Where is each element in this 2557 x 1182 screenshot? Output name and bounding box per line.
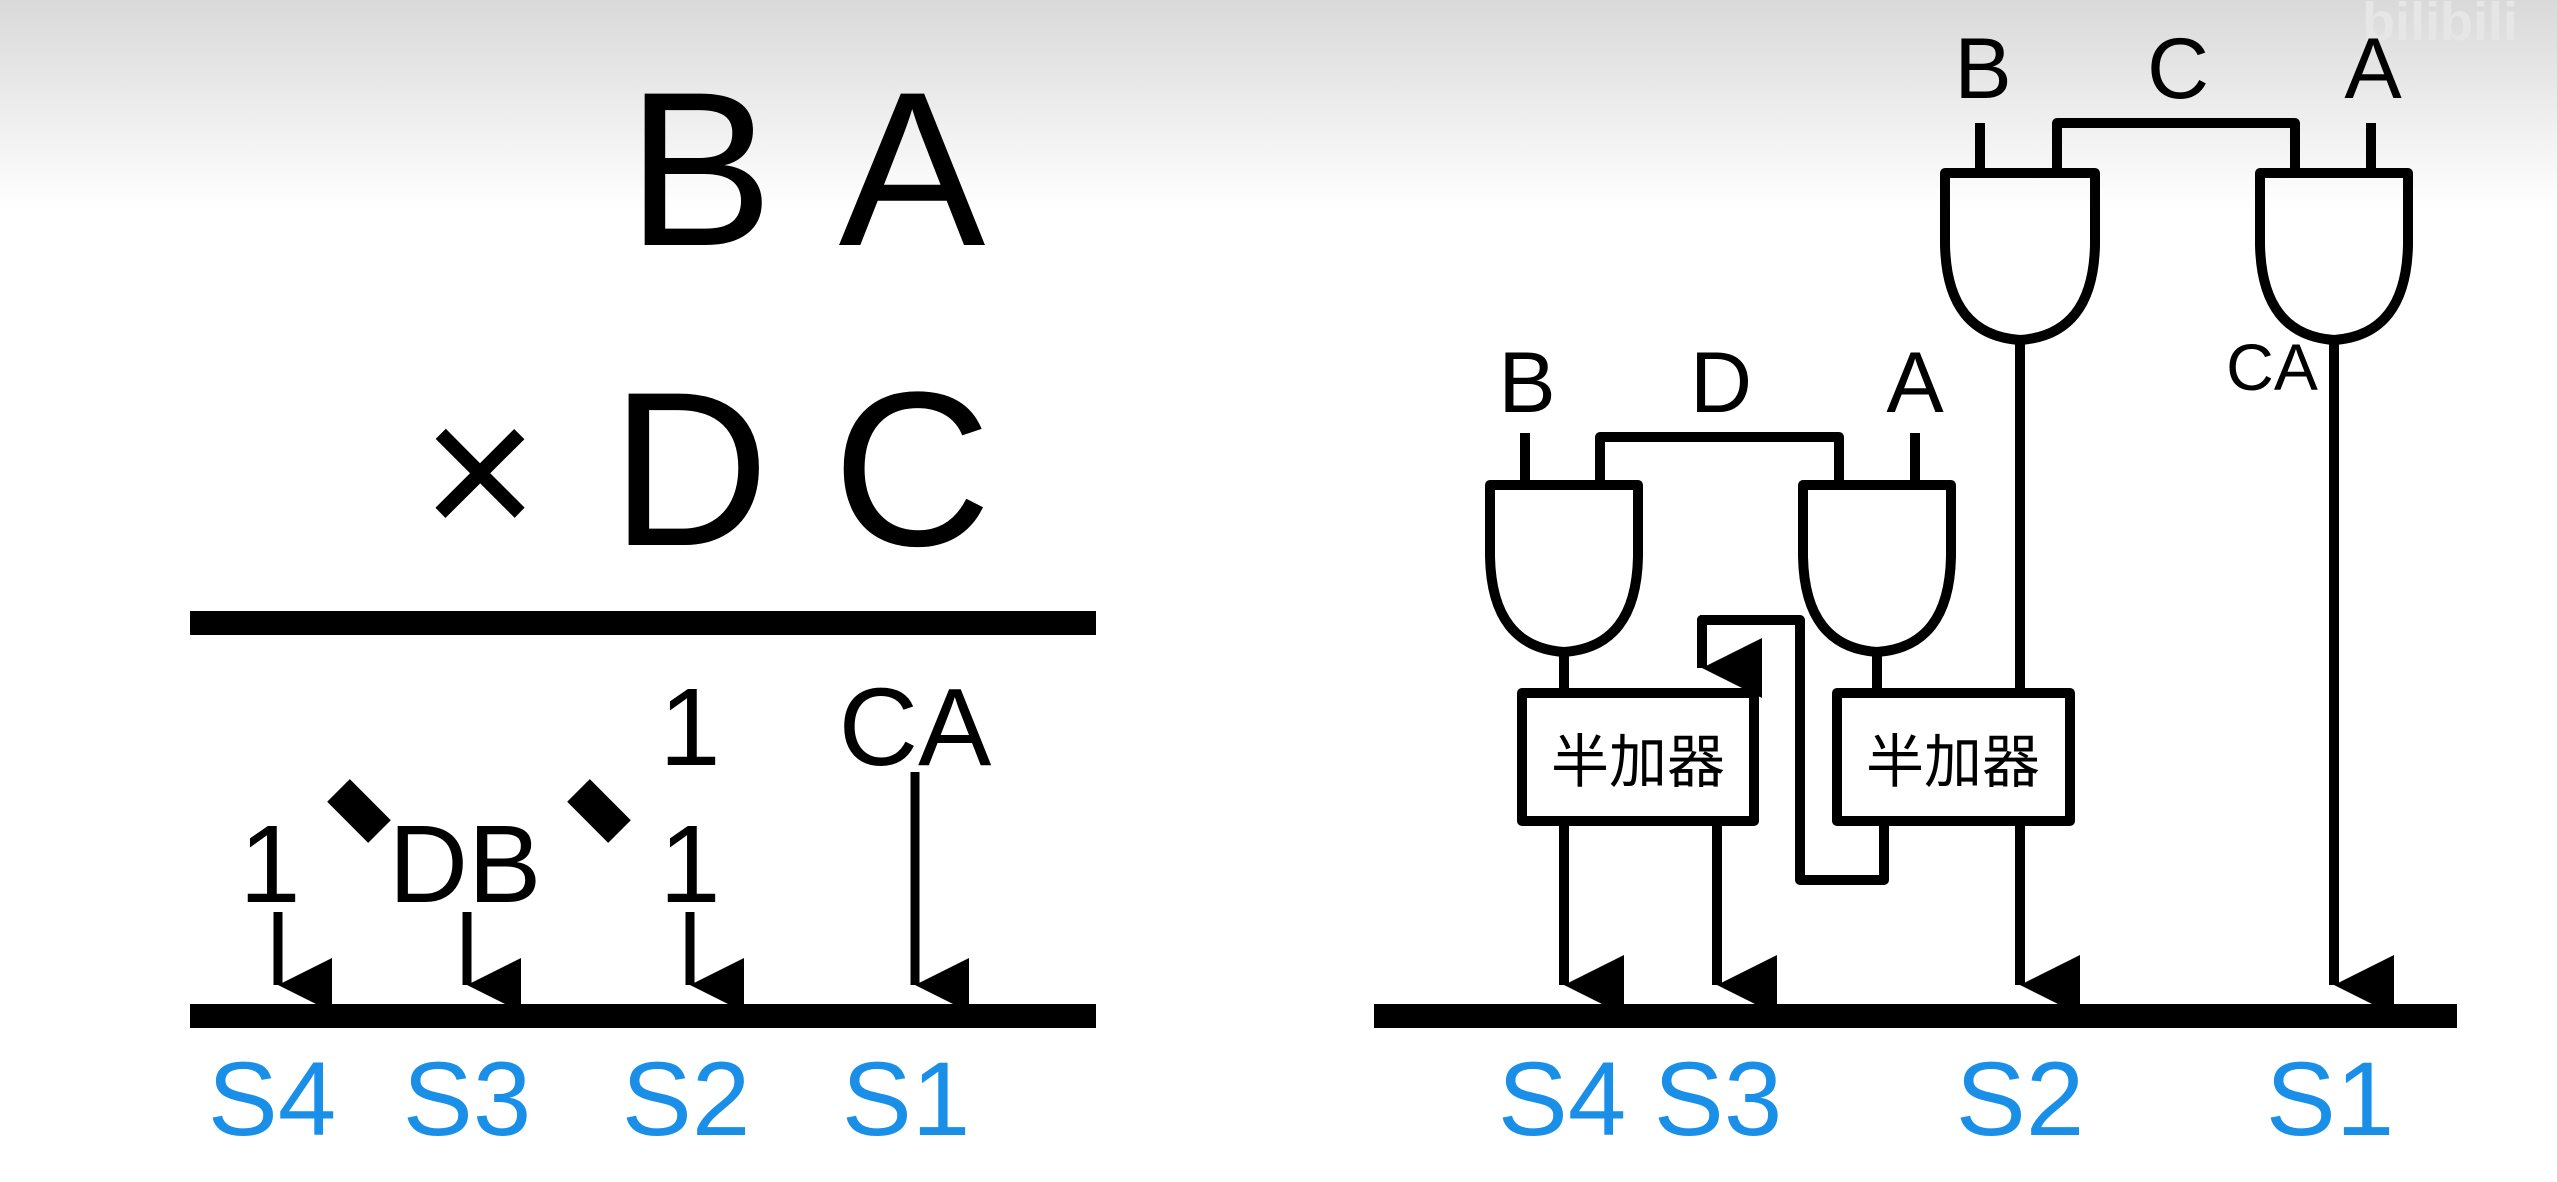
carry-mark-left: [327, 779, 391, 843]
sum-label-s3-right: S3: [1654, 1041, 1782, 1158]
sum-label-s1-left: S1: [842, 1041, 970, 1158]
half-adder-right-label: 半加器: [1866, 730, 2040, 795]
partial-db: DB: [389, 803, 542, 926]
input-b-top: B: [1954, 21, 2011, 117]
multiplicand-a: A: [839, 46, 986, 292]
partial-carry-3: 1: [239, 803, 300, 926]
input-b-mid: B: [1498, 335, 1555, 431]
product-line: [190, 611, 1096, 635]
half-adder-left: [1517, 688, 1759, 826]
and-gate-top-left: [1940, 168, 2100, 345]
watermark: bilibili: [2362, 0, 2518, 52]
multiplier-c: C: [833, 346, 992, 592]
partial-carry-1: 1: [659, 666, 720, 789]
half-adder-left-label: 半加器: [1551, 730, 1725, 795]
top-shade: [0, 0, 2557, 210]
multiplicand-b: B: [627, 46, 774, 292]
sum-label-s3-left: S3: [403, 1041, 531, 1158]
partial-carry-2: 1: [659, 803, 720, 926]
input-c-top: C: [2147, 21, 2209, 117]
and-gate-mid-left: [1485, 480, 1643, 657]
input-a-top: A: [2344, 21, 2402, 117]
gate-circuit: B C A CA B D A 半加器 半加器: [1485, 21, 2413, 1015]
input-a-mid: A: [1886, 335, 1944, 431]
times-sign: ×: [422, 360, 539, 583]
and-gate-mid-right: [1798, 480, 1956, 657]
partial-ca: CA: [839, 666, 992, 789]
carry-mark-right: [567, 779, 631, 843]
sum-line-left: [190, 1004, 1096, 1028]
and-gate-top-right: [2255, 168, 2413, 345]
input-d-mid: D: [1690, 335, 1752, 431]
sum-label-s2-left: S2: [622, 1041, 750, 1158]
multiplier-d: D: [611, 346, 770, 592]
sum-line-right: [1374, 1004, 2457, 1028]
half-adder-right: [1832, 688, 2075, 826]
wire-c-top: [2052, 118, 2300, 173]
sum-label-s4-left: S4: [208, 1041, 336, 1158]
long-multiplication: B A × D C CA 1 1 DB 1 S4 S3 S2 S1: [190, 46, 1096, 1158]
wire-d-mid: [1595, 432, 1844, 485]
sum-label-s1-right: S1: [2266, 1041, 2394, 1158]
sum-label-s2-right: S2: [1956, 1041, 2084, 1158]
wire-carry-feedback: [1700, 615, 1889, 885]
ca-label: CA: [2226, 330, 2318, 404]
sum-label-s4-right: S4: [1498, 1041, 1626, 1158]
